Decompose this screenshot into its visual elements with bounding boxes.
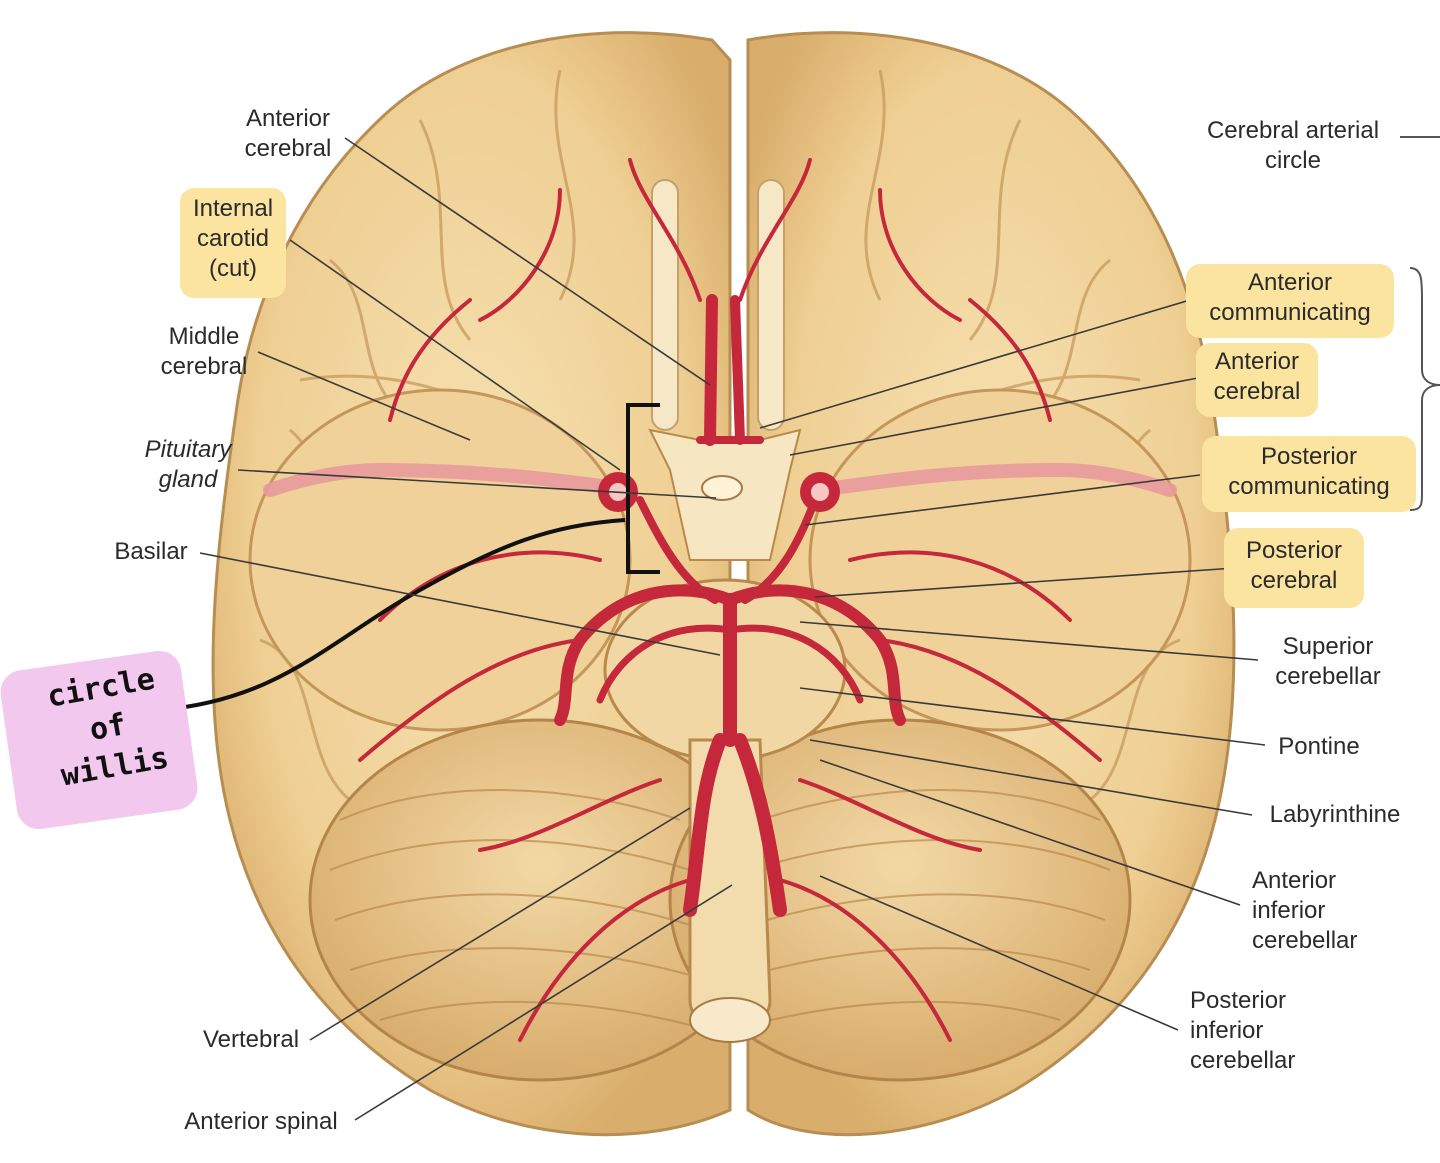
pituitary-stalk xyxy=(701,475,743,501)
right-brace xyxy=(1409,267,1440,511)
label-basilar: Basilar xyxy=(114,538,188,565)
label-anterior-spinal: Anterior spinal xyxy=(184,1108,338,1135)
label-vertebral: Vertebral xyxy=(202,1026,300,1053)
highlight-anterior-communicating xyxy=(1186,264,1394,338)
leader-lines xyxy=(199,137,1266,1121)
highlight-anterior-cerebral-right xyxy=(1196,343,1318,417)
highlight-internal-carotid xyxy=(180,188,286,298)
arteries xyxy=(263,158,1177,1042)
circle-bracket xyxy=(626,403,660,574)
left-temporal-lobe xyxy=(248,388,632,732)
label-labyrinthine: Labyrinthine xyxy=(1269,801,1401,828)
spinal-cord-cross-section xyxy=(689,997,771,1043)
label-pontine: Pontine xyxy=(1278,733,1360,760)
highlight-posterior-communicating xyxy=(1202,436,1416,512)
cerebellar-folia xyxy=(329,789,1111,1026)
right-olfactory-tract xyxy=(757,179,785,431)
highlight-posterior-cerebral xyxy=(1224,528,1364,608)
